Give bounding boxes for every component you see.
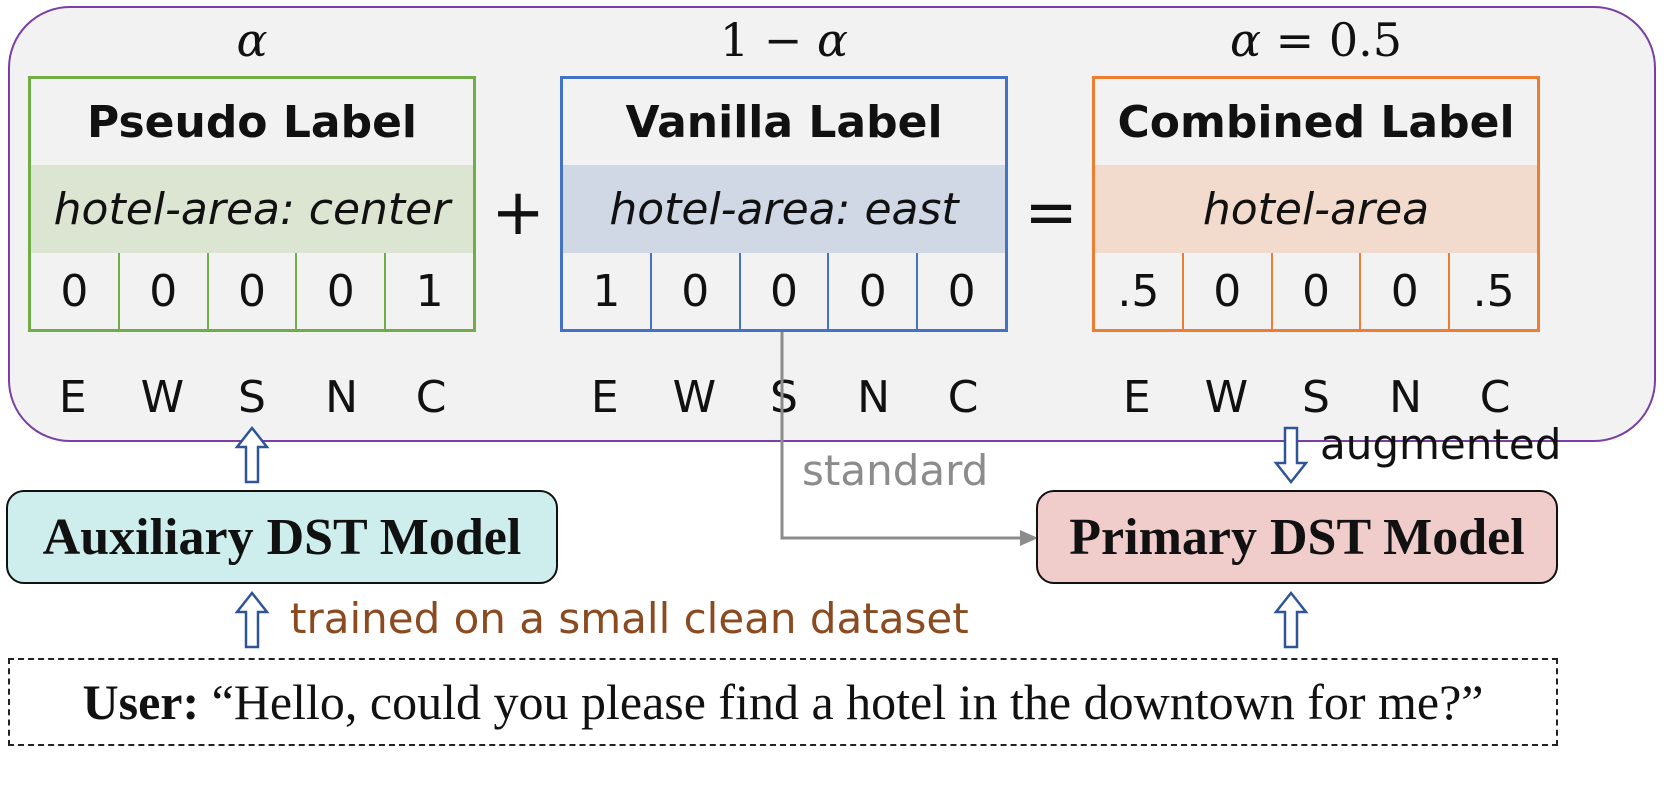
combined-weight: α = 0.5 — [1229, 13, 1403, 67]
value-cell: 0 — [1181, 253, 1271, 329]
vanilla-label-table: Vanilla Label hotel-area: east 1 0 0 0 0 — [560, 76, 1008, 332]
vanilla-direction-labels: E W S N C — [560, 368, 1008, 428]
value-cell: 0 — [295, 253, 385, 329]
direction-label: S — [238, 372, 266, 423]
combined-label-table: Combined Label hotel-area .5 0 0 0 .5 — [1092, 76, 1540, 332]
auxiliary-model-box: Auxiliary DST Model — [6, 490, 558, 584]
value-cell: 0 — [117, 253, 207, 329]
combined-direction-labels: E W S N C — [1092, 368, 1540, 428]
aux-up-arrow-icon — [234, 590, 270, 649]
direction-label: N — [1389, 372, 1423, 423]
value-cell: 0 — [31, 253, 118, 329]
direction-label: N — [857, 372, 891, 423]
pseudo-label-title: Pseudo Label — [31, 79, 473, 170]
direction-label: C — [1479, 372, 1511, 423]
value-cell: 0 — [206, 253, 296, 329]
value-cell: 0 — [1359, 253, 1449, 329]
value-cell: 0 — [1270, 253, 1360, 329]
combined-label-slot: hotel-area — [1095, 165, 1537, 256]
user-utterance-text: “Hello, could you please find a hotel in… — [199, 674, 1484, 730]
direction-label: N — [325, 372, 359, 423]
direction-label: W — [1204, 372, 1249, 423]
direction-label: E — [58, 372, 87, 423]
standard-connector — [780, 332, 1038, 546]
value-cell: .5 — [1448, 253, 1537, 329]
pseudo-direction-labels: E W S N C — [28, 368, 476, 428]
vanilla-label-values: 1 0 0 0 0 — [563, 253, 1005, 329]
standard-note: standard — [802, 446, 989, 495]
value-cell: 1 — [563, 253, 650, 329]
vanilla-label-title: Vanilla Label — [563, 79, 1005, 170]
primary-model-box: Primary DST Model — [1036, 490, 1558, 584]
direction-label: S — [1302, 372, 1330, 423]
user-speaker-label: User: — [82, 674, 200, 730]
direction-label: W — [672, 372, 717, 423]
value-cell: 1 — [384, 253, 473, 329]
equals-operator: = — [1024, 176, 1078, 250]
value-cell: .5 — [1095, 253, 1182, 329]
combined-label-values: .5 0 0 0 .5 — [1095, 253, 1537, 329]
value-cell: 0 — [827, 253, 917, 329]
pseudo-weight: α — [236, 13, 268, 67]
pseudo-label-values: 0 0 0 0 1 — [31, 253, 473, 329]
augmented-down-arrow-icon — [1273, 426, 1309, 485]
user-utterance-box: User: “Hello, could you please find a ho… — [8, 658, 1558, 746]
direction-label: S — [770, 372, 798, 423]
augmented-note: augmented — [1320, 420, 1562, 469]
vanilla-weight: 1 − α — [719, 13, 849, 67]
direction-label: E — [1122, 372, 1151, 423]
direction-label: C — [415, 372, 447, 423]
primary-up-arrow-icon — [1273, 590, 1309, 649]
pseudo-up-arrow-icon — [234, 425, 270, 484]
direction-label: W — [140, 372, 185, 423]
direction-label: C — [947, 372, 979, 423]
trained-note: trained on a small clean dataset — [290, 594, 969, 643]
value-cell: 0 — [738, 253, 828, 329]
value-cell: 0 — [649, 253, 739, 329]
direction-label: E — [590, 372, 619, 423]
plus-operator: + — [491, 176, 545, 250]
value-cell: 0 — [916, 253, 1005, 329]
pseudo-label-table: Pseudo Label hotel-area: center 0 0 0 0 … — [28, 76, 476, 332]
